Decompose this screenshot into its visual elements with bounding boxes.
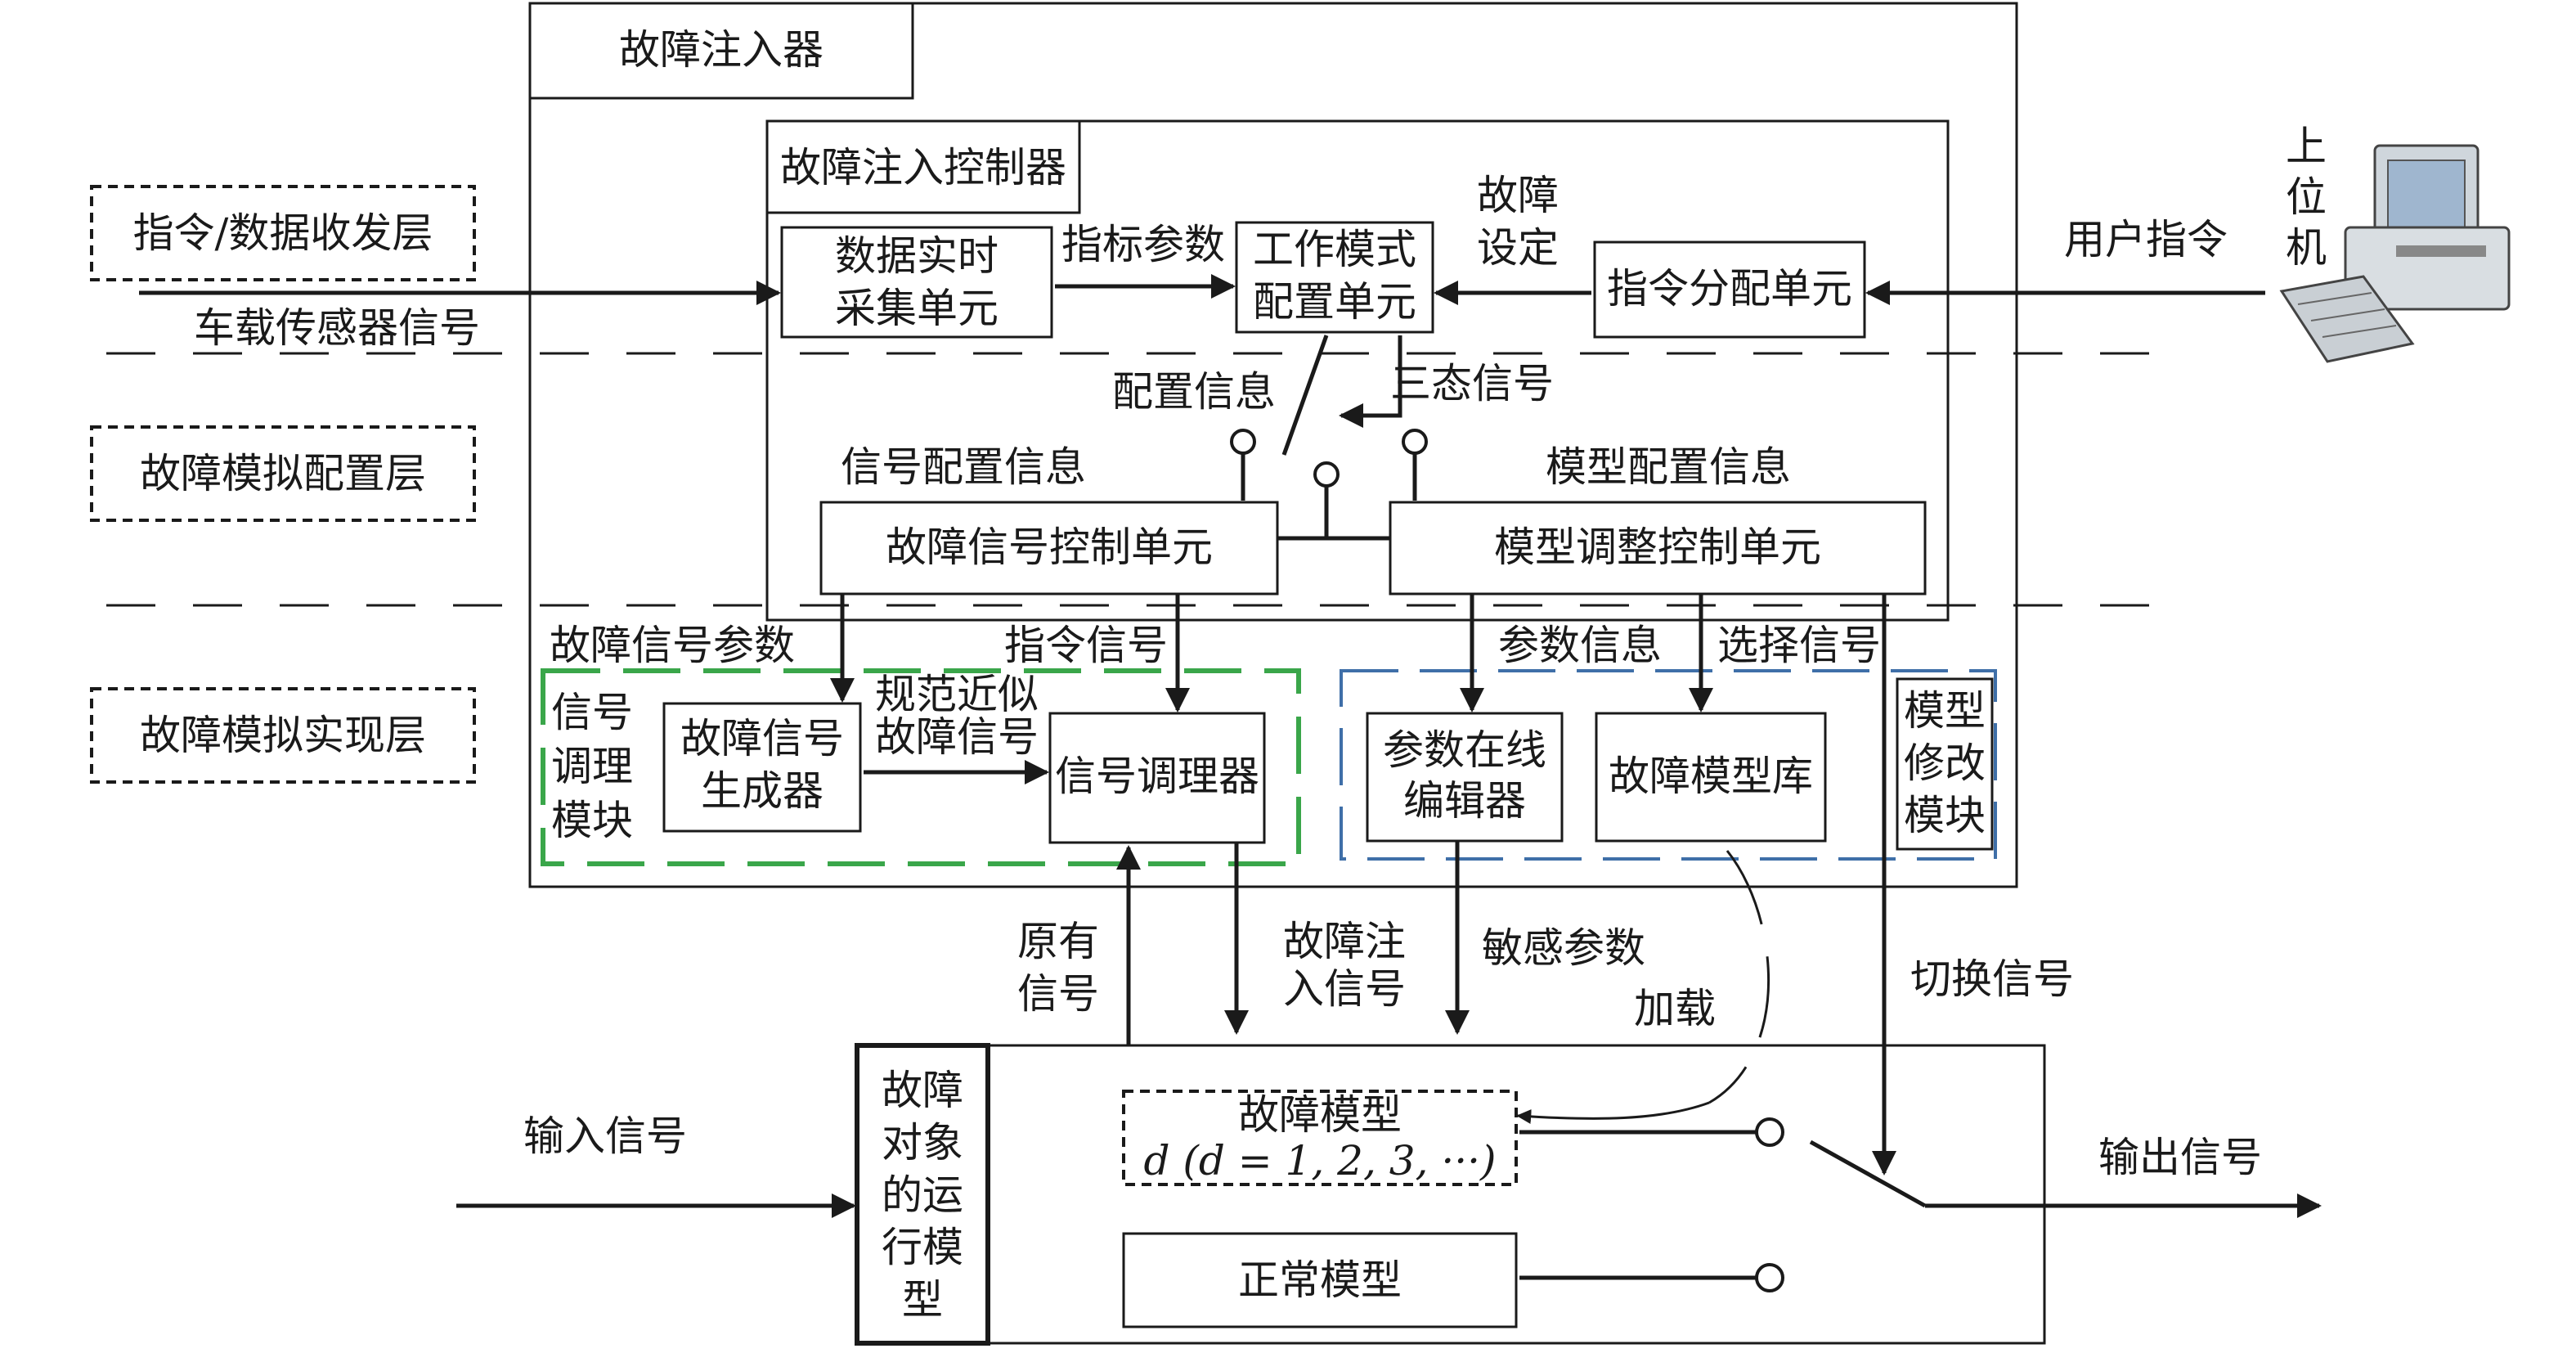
fault-inject-line1: 故障注 [1283, 918, 1406, 965]
param-editor-line1: 参数在线 [1383, 726, 1546, 774]
fault-signal-generator [662, 702, 862, 833]
model-adjust-control-label: 模型调整控制单元 [1494, 524, 1821, 571]
fault-object-title-box [855, 1043, 990, 1346]
output-signal-label: 输出信号 [2098, 1134, 2262, 1181]
fault-set-line1: 故障 [1477, 172, 1559, 219]
fault-signal-param-label: 故障信号参数 [550, 622, 795, 669]
user-command-label: 用户指令 [2064, 216, 2228, 263]
work-mode-config-unit [1235, 221, 1434, 334]
model-config-info-label: 模型配置信息 [1546, 443, 1791, 491]
data-acquisition-line2: 采集单元 [835, 285, 999, 332]
switch-signal-label: 切换信号 [1910, 955, 2074, 1003]
data-acquisition-unit [780, 226, 1053, 339]
normal-model-box [1122, 1232, 1518, 1328]
model-modification-module [1340, 669, 1997, 861]
layer-impl-label: 故障模拟实现层 [140, 712, 426, 759]
output-contact-fault [1755, 1117, 1784, 1147]
work-mode-line2: 配置单元 [1253, 278, 1416, 326]
fault-injector-title: 故障注入器 [619, 26, 824, 74]
normal-model-label: 正常模型 [1238, 1256, 1402, 1304]
fault-object-line4: 行模 [882, 1224, 963, 1271]
index-param-label: 指标参数 [1061, 221, 1225, 268]
load-label: 加载 [1634, 985, 1716, 1032]
fault-model-label: 故障模型 [1238, 1091, 1402, 1139]
select-signal-label: 选择信号 [1717, 622, 1881, 669]
config-info-label: 配置信息 [1112, 368, 1276, 416]
switch-contact-right [1402, 429, 1428, 455]
cmd-signal-label: 指令信号 [1004, 622, 1168, 669]
fault-controller-box [765, 119, 1950, 622]
signal-module-line1: 信号 [551, 689, 633, 736]
signal-conditioner [1048, 712, 1266, 844]
fault-object-line2: 对象 [882, 1119, 963, 1166]
data-acquisition-line1: 数据实时 [835, 232, 999, 280]
signal-module-line3: 模块 [551, 797, 633, 844]
vehicle-sensor-label: 车载传感器信号 [194, 304, 480, 352]
param-online-editor [1366, 712, 1564, 843]
output-contact-normal [1755, 1263, 1784, 1292]
fault-controller-title-box [765, 119, 1081, 214]
tristate-arrow [1339, 335, 1402, 428]
tristate-label: 三态信号 [1390, 360, 1554, 407]
fault-object-line3: 的运 [882, 1171, 963, 1219]
signal-conditioner-label: 信号调理器 [1055, 753, 1259, 800]
signal-config-info-label: 信号配置信息 [841, 443, 1086, 491]
fault-model-library [1595, 712, 1827, 843]
fault-signal-gen-line2: 生成器 [701, 767, 824, 815]
fault-signal-gen-line1: 故障信号 [680, 715, 844, 762]
work-mode-line1: 工作模式 [1253, 226, 1416, 273]
original-signal-line2: 信号 [1017, 970, 1099, 1018]
signal-conditioning-module [541, 668, 1301, 866]
param-info-label: 参数信息 [1498, 622, 1662, 669]
model-adjust-control-unit [1389, 501, 1927, 596]
layer-comm-label: 指令/数据收发层 [133, 209, 433, 257]
host-label-3: 机 [2286, 224, 2327, 272]
fault-model-index: d (d = 1, 2, 3, ···) [1143, 1137, 1496, 1184]
fault-controller-title: 故障注入控制器 [780, 144, 1066, 191]
fault-object-line1: 故障 [882, 1067, 963, 1114]
host-label-1: 上 [2286, 123, 2327, 170]
output-switch-lever [1809, 1139, 1927, 1208]
command-distribution-label: 指令分配单元 [1607, 265, 1852, 312]
model-modify-box [1896, 677, 1994, 851]
fault-signal-control-unit [819, 501, 1279, 596]
fault-object-line5: 型 [902, 1276, 943, 1324]
sensitive-param-label: 敏感参数 [1482, 924, 1645, 972]
norm-approx-line2: 故障信号 [875, 713, 1039, 761]
load-curve-upper [1708, 850, 1770, 1104]
load-curve-lower [1516, 1101, 1710, 1125]
model-modify-line1: 模型 [1904, 687, 1986, 735]
model-modify-line3: 模块 [1904, 792, 1986, 839]
param-editor-line2: 编辑器 [1403, 777, 1526, 825]
fault-set-line2: 设定 [1477, 224, 1559, 272]
host-label-2: 位 [2286, 173, 2327, 221]
layer-config-label: 故障模拟配置层 [140, 450, 426, 497]
layer-impl-box [90, 687, 476, 784]
fault-signal-control-label: 故障信号控制单元 [886, 524, 1213, 571]
fault-model-library-label: 故障模型库 [1609, 753, 1813, 800]
fault-injector-box [528, 2, 2018, 888]
signal-module-line2: 调理 [551, 743, 633, 790]
command-distribution-unit [1593, 240, 1866, 339]
switch-contact-left [1230, 429, 1256, 455]
input-signal-label: 输入信号 [523, 1113, 687, 1160]
norm-approx-line1: 规范近似 [875, 671, 1039, 718]
model-modify-line2: 修改 [1904, 739, 1986, 787]
tristate-switch-lever [1281, 335, 1329, 456]
host-computer-icon [2279, 144, 2511, 363]
layer-config-box [90, 425, 476, 522]
layer-comm-box [90, 185, 476, 281]
switch-contact-mid [1313, 461, 1340, 488]
fault-injector-title-box [528, 2, 914, 100]
fault-model-box [1122, 1090, 1518, 1186]
original-signal-line1: 原有 [1017, 918, 1099, 965]
fault-inject-line2: 入信号 [1283, 965, 1406, 1013]
